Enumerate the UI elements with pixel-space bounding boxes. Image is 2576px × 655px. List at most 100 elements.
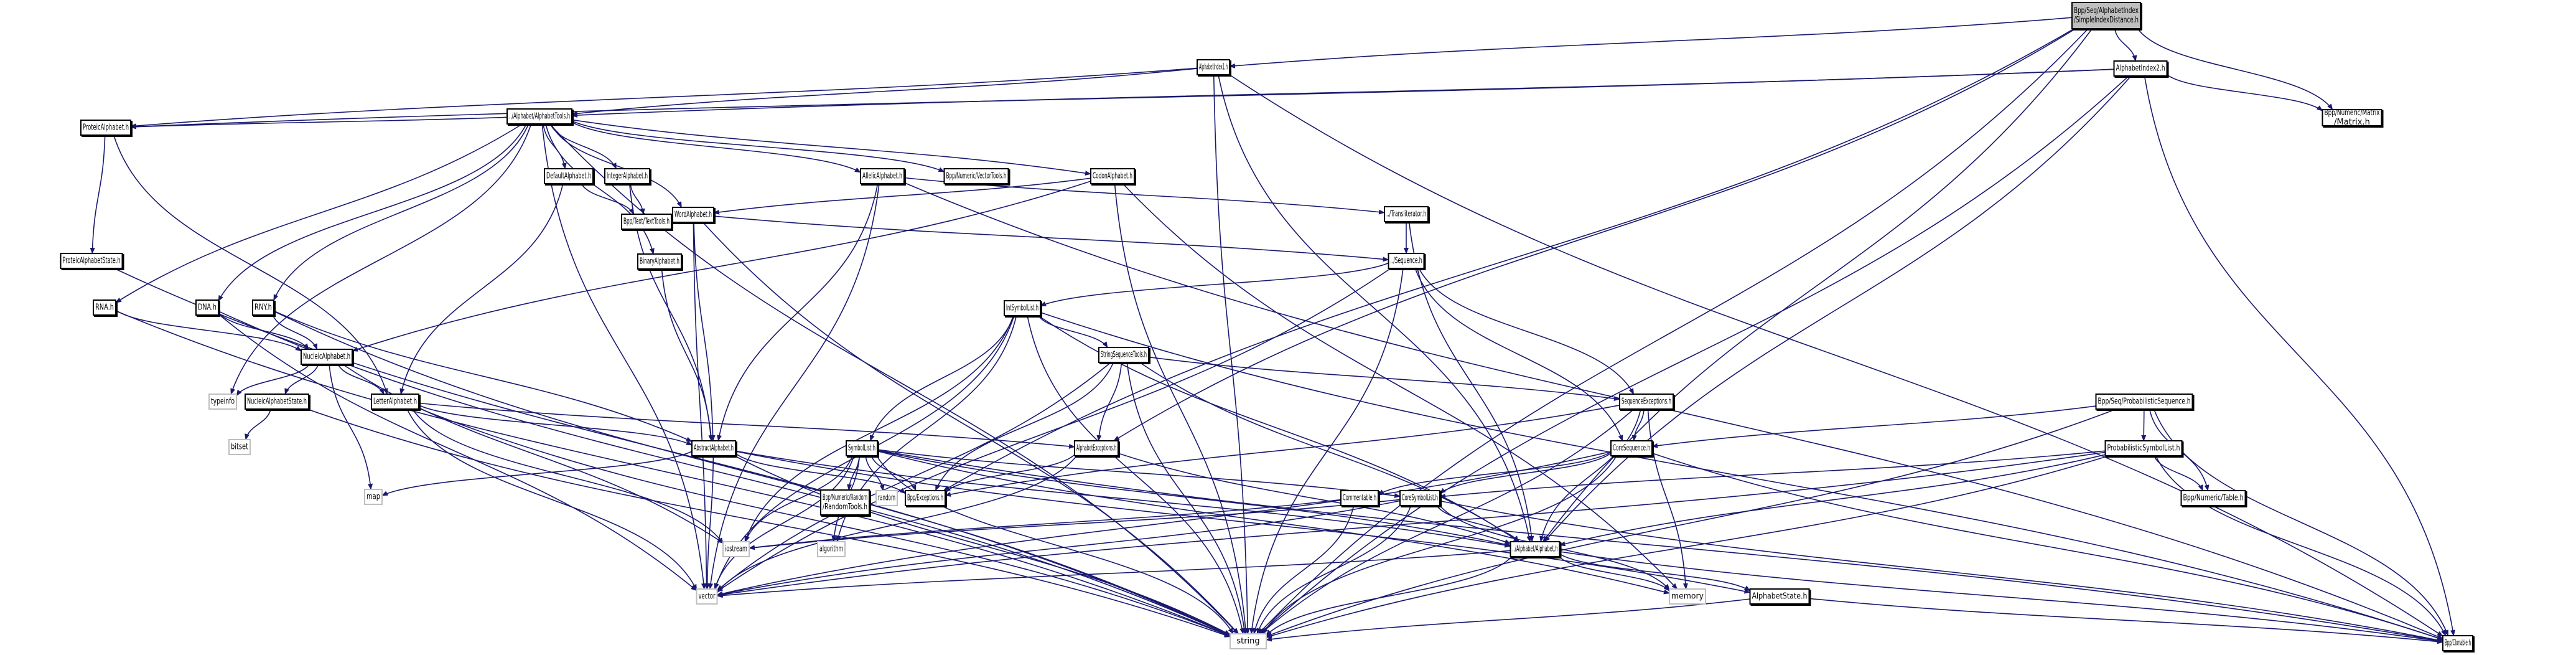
node-box[interactable]: [943, 168, 1009, 184]
node-alphexc[interactable]: AlphabetExceptions.h: [1074, 440, 1120, 458]
node-table[interactable]: Bpp/Numeric/Table.h: [2180, 490, 2247, 507]
node-nucleicstate[interactable]: NucleicAlphabetState.h: [245, 393, 310, 411]
node-box[interactable]: [1388, 253, 1425, 269]
node-codon[interactable]: CodonAlphabet.h: [1090, 168, 1136, 186]
node-exceptions[interactable]: Bpp/Exceptions.h: [905, 490, 947, 507]
node-label: /Matrix.h: [2334, 118, 2370, 127]
node-symbollist[interactable]: SymbolList.h: [846, 440, 879, 458]
node-box[interactable]: [80, 120, 131, 136]
edge-symbollist-to-coresym: [877, 449, 1401, 498]
node-nucleic[interactable]: NucleicAlphabet.h: [301, 349, 354, 366]
node-box[interactable]: [1610, 440, 1653, 456]
node-texttools[interactable]: Bpp/Text/TextTools.h: [621, 214, 673, 231]
node-box[interactable]: [820, 489, 870, 516]
node-integer[interactable]: IntegerAlphabet.h: [604, 168, 651, 186]
node-box[interactable]: [245, 393, 309, 410]
node-box[interactable]: [1749, 588, 1810, 605]
node-alphabet[interactable]: ../Alphabet/Alphabet.h: [1510, 541, 1562, 558]
edge-abstract-to-string: [734, 455, 1231, 636]
node-box[interactable]: [1619, 393, 1674, 410]
node-intsymbol[interactable]: IntSymbolList.h: [1004, 300, 1042, 318]
node-box[interactable]: [691, 440, 736, 456]
node-box[interactable]: [672, 207, 714, 223]
edge-atools-to-word: [551, 123, 682, 208]
node-box[interactable]: [252, 299, 274, 316]
node-commentable[interactable]: Commentable.h: [1340, 490, 1380, 507]
node-translit[interactable]: ../Transliterator.h: [1384, 206, 1430, 224]
node-coresym[interactable]: CoreSymbolList.h: [1399, 490, 1442, 507]
node-box[interactable]: [301, 349, 353, 365]
node-vectortools[interactable]: Bpp/Numeric/VectorTools.h: [943, 168, 1010, 186]
node-box[interactable]: [905, 490, 946, 506]
node-root[interactable]: Bpp/Seq/AlphabetIndex/SimpleIndexDistanc…: [2071, 2, 2142, 31]
node-box[interactable]: [621, 214, 672, 230]
node-dna[interactable]: DNA.h: [195, 299, 220, 317]
node-map: map: [364, 489, 383, 505]
nodes-layer: Bpp/Seq/AlphabetIndex/SimpleIndexDistanc…: [60, 2, 2475, 653]
node-label: random: [878, 494, 895, 503]
node-matrix[interactable]: Bpp/Numeric/Matrix/Matrix.h: [2322, 108, 2384, 128]
node-box[interactable]: [1384, 206, 1429, 222]
edge-alphabet-to-vector: [716, 550, 1511, 598]
node-word[interactable]: WordAlphabet.h: [672, 207, 716, 224]
edge-nucleic-to-typeinfo: [236, 364, 310, 397]
node-box[interactable]: [195, 299, 219, 316]
node-probseq[interactable]: Bpp/Seq/ProbabilisticSequence.h: [2095, 393, 2195, 411]
node-proteic[interactable]: ProteicAlphabet.h: [80, 120, 133, 137]
node-box[interactable]: [506, 108, 572, 125]
node-box[interactable]: [60, 253, 123, 269]
node-box[interactable]: [1399, 490, 1440, 506]
node-ai2[interactable]: AlphabetIndex2.h: [2113, 60, 2169, 78]
node-proteicstate[interactable]: ProteicAlphabetState.h: [60, 253, 124, 270]
edge-letter-to-vector: [406, 408, 698, 591]
node-letter[interactable]: LetterAlphabet.h: [371, 393, 421, 411]
node-box[interactable]: [1510, 541, 1561, 557]
node-label: Bpp/Numeric/Random: [823, 493, 867, 502]
node-box[interactable]: [544, 168, 594, 184]
node-ai1[interactable]: AlphabetIndex1.h: [1197, 59, 1231, 77]
node-alphstate[interactable]: AlphabetState.h: [1749, 588, 1811, 606]
edge-probsym-to-clonable: [2155, 455, 2447, 636]
edge-default-to-letter: [399, 183, 564, 395]
node-box[interactable]: [1004, 300, 1041, 316]
node-box[interactable]: [2104, 440, 2183, 456]
node-box: [875, 490, 898, 506]
node-abstract[interactable]: AbstractAlphabet.h: [691, 440, 737, 458]
node-rna[interactable]: RNA.h: [93, 299, 118, 317]
node-box: [1230, 633, 1267, 649]
node-box[interactable]: [2071, 2, 2141, 29]
node-allelic[interactable]: AllelicAlphabet.h: [860, 168, 906, 186]
node-box[interactable]: [2442, 635, 2473, 651]
node-box[interactable]: [637, 253, 682, 270]
node-box[interactable]: [604, 168, 650, 184]
node-rny[interactable]: RNY.h: [252, 299, 276, 317]
node-strseqtools[interactable]: StringSequenceTools.h: [1098, 347, 1150, 364]
edge-alphexc-to-alphabet: [1118, 453, 1511, 544]
node-box[interactable]: [860, 168, 905, 184]
node-box[interactable]: [1098, 347, 1149, 363]
node-randomtools[interactable]: Bpp/Numeric/Random/RandomTools.h: [820, 489, 871, 517]
node-box[interactable]: [1197, 59, 1230, 75]
node-box[interactable]: [93, 299, 116, 316]
edge-codon-to-memory: [1122, 183, 1678, 590]
node-atools[interactable]: ../Alphabet/AlphabetTools.h: [506, 108, 574, 126]
node-box[interactable]: [2322, 109, 2382, 126]
node-probsym[interactable]: ProbabilisticSymbolList.h: [2104, 440, 2184, 458]
node-sequence[interactable]: ../Sequence.h: [1388, 253, 1426, 270]
node-box[interactable]: [2095, 393, 2193, 410]
node-box[interactable]: [846, 440, 878, 456]
edge-commentable-to-iostream: [749, 499, 1342, 550]
node-box[interactable]: [1090, 168, 1135, 184]
node-box[interactable]: [2113, 60, 2168, 77]
node-default[interactable]: DefaultAlphabet.h: [544, 168, 595, 186]
node-box[interactable]: [371, 393, 419, 410]
node-vector: vector: [696, 588, 718, 605]
node-box[interactable]: [1340, 490, 1379, 506]
node-seqexc[interactable]: SequenceExceptions.h: [1619, 393, 1675, 411]
node-coreseq[interactable]: CoreSequence.h: [1610, 440, 1654, 458]
node-box[interactable]: [2180, 490, 2246, 506]
node-clonable[interactable]: Bpp/Clonable.h: [2442, 635, 2475, 653]
node-box[interactable]: [1074, 440, 1119, 456]
node-binary[interactable]: BinaryAlphabet.h: [637, 253, 683, 271]
edge-atools-to-proteic: [130, 116, 508, 130]
